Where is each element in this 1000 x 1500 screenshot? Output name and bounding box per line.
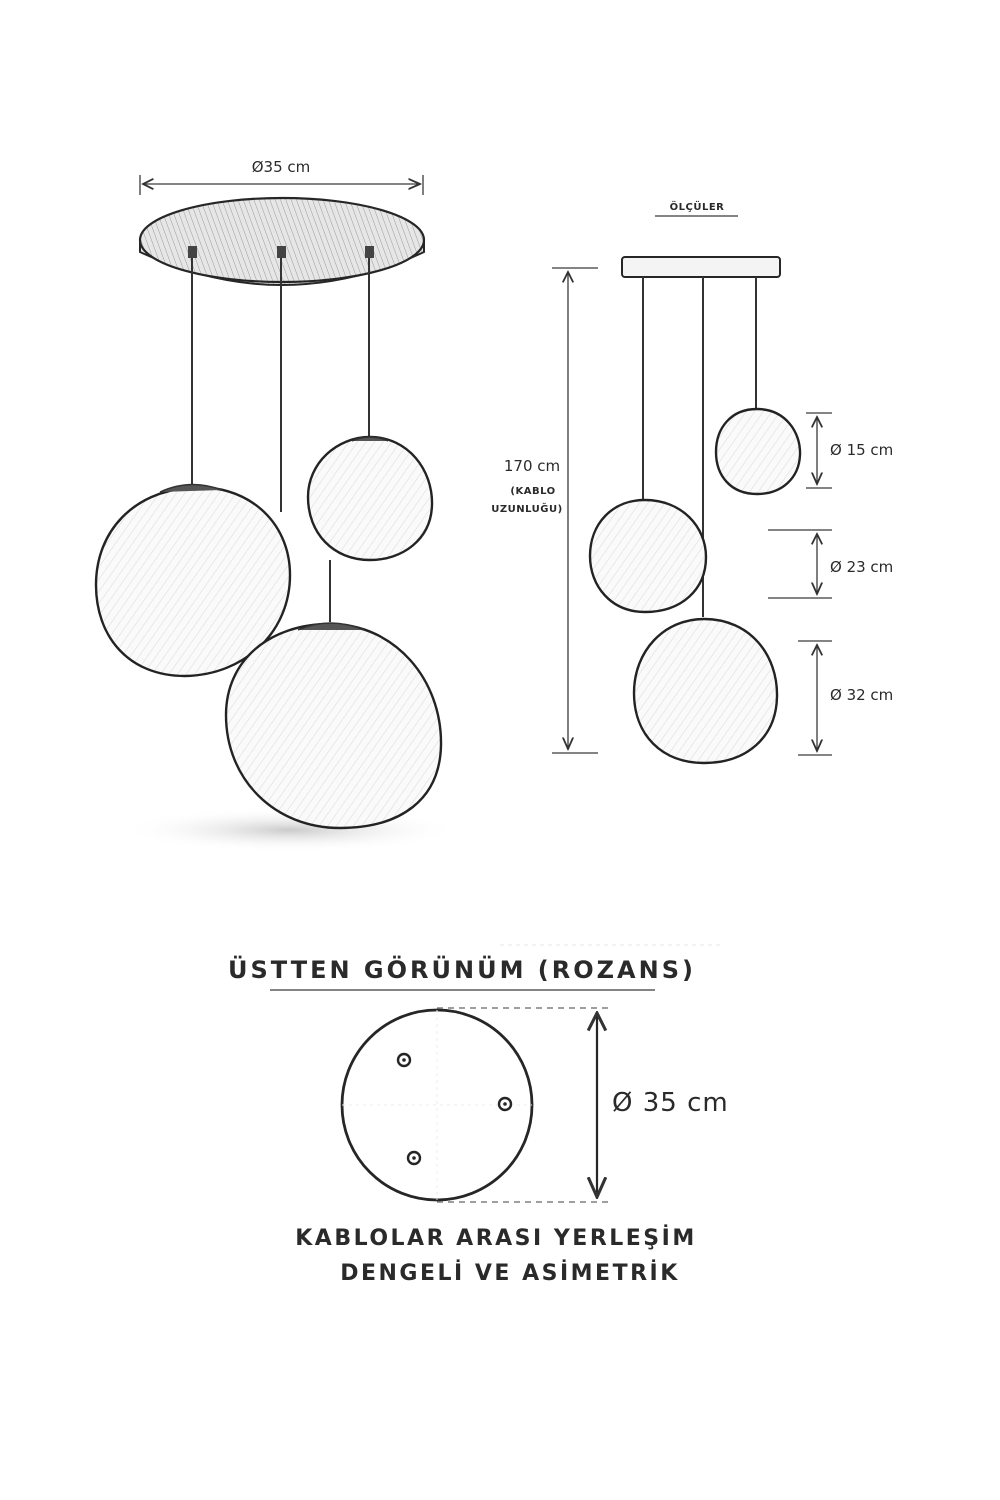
side-globe-small [714,407,802,496]
globe-xl-front [224,622,443,830]
small-globe-dimension: Ø 15 cm [806,412,893,489]
dimensions-heading: ÖLÇÜLER [670,199,725,213]
top-view: ÜSTTEN GÖRÜNÜM (ROZANS) Ø 35 cm KABLOLAR… [228,944,729,1286]
dimensions-view: ÖLÇÜLER 170 cm (KABLO UZUNLUĞU) Ø 15 cm [491,199,893,765]
caption-line2: DENGELİ VE ASİMETRİK [340,1260,680,1286]
globe-medium-label: Ø 23 cm [830,558,893,576]
globe-large-left-cap [159,483,223,493]
socket-left [188,246,197,258]
cable-length-note-line2: UZUNLUĞU) [491,502,562,515]
rosette-diameter-label: Ø 35 cm [612,1088,729,1118]
cable-length-label: 170 cm [504,457,560,475]
canopy-side [621,256,781,278]
cable-length-note-line1: (KABLO [510,486,555,497]
caption-line1: KABLOLAR ARASI YERLEŞİM [295,1225,696,1251]
globe-small-right-cap [351,436,389,442]
canopy-diameter-label: Ø35 cm [252,158,311,176]
socket-right [365,246,374,258]
side-globe-large [632,617,779,765]
globe-small-label: Ø 15 cm [830,441,893,459]
medium-globe-dimension: Ø 23 cm [768,529,893,599]
large-globe-dimension: Ø 32 cm [798,640,893,756]
perspective-view: Ø35 cm [94,158,460,852]
side-globe-medium [588,498,708,614]
top-view-heading: ÜSTTEN GÖRÜNÜM (ROZANS) [228,954,696,984]
globe-large-label: Ø 32 cm [830,686,893,704]
globe-large-left [94,486,292,678]
cable-length-dimension: 170 cm (KABLO UZUNLUĞU) [491,267,598,754]
canopy-diameter-dimension: Ø35 cm [139,158,424,195]
globe-xl-front-cap [297,622,365,631]
socket-center [277,246,286,258]
globe-small-right [306,435,434,562]
